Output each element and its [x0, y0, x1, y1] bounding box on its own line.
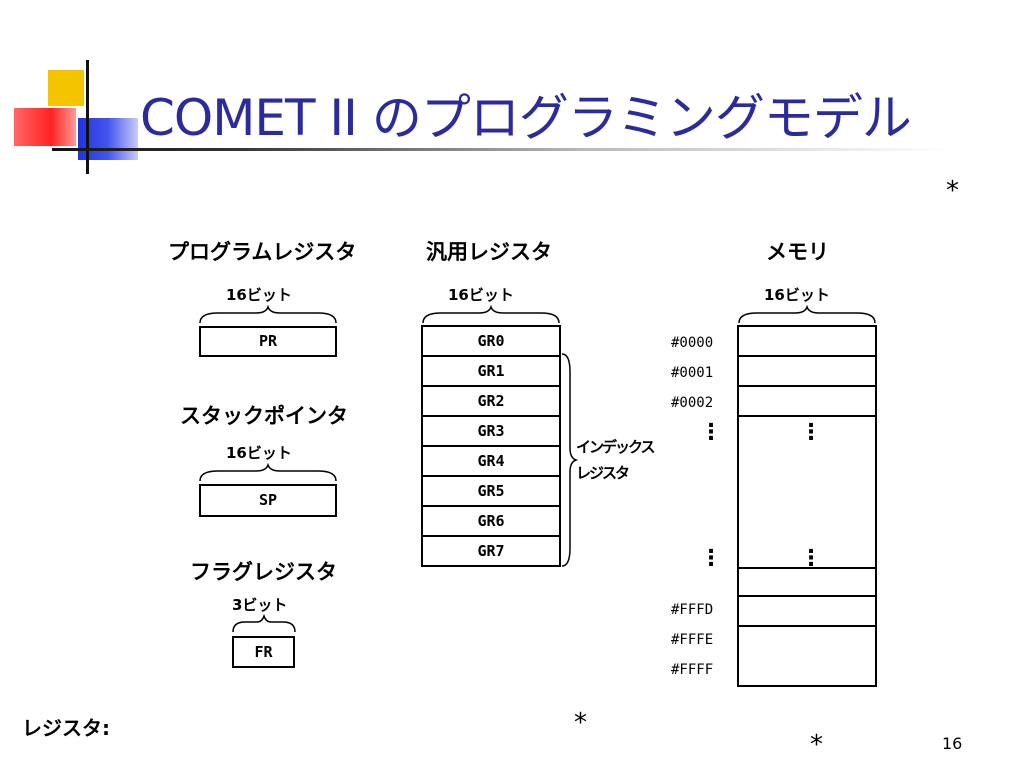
index-register-label-line2: レジスタ — [576, 464, 630, 482]
general-registers-bits: 16ビット — [448, 286, 514, 304]
stack-pointer-bits: 16ビット — [226, 444, 292, 462]
stack-pointer-brace — [199, 463, 337, 482]
program-register-header: プログラムレジスタ — [168, 240, 357, 264]
memory-cell — [739, 597, 875, 627]
memory-address-ffff: #FFFF — [671, 662, 714, 678]
memory-ellipsis-addr-bottom: ⋮ — [700, 546, 722, 571]
memory-cell — [739, 357, 875, 387]
title-decoration-yellow-square — [48, 70, 84, 106]
memory-ellipsis-cell-bottom: ⋮ — [800, 546, 822, 571]
memory-cell — [739, 387, 875, 417]
register-gr4: GR4 — [423, 447, 559, 477]
title-decoration-red-block — [14, 108, 76, 146]
asterisk-mark-top: * — [946, 176, 959, 206]
index-register-label-line1: インデックス — [576, 438, 656, 456]
register-gr0: GR0 — [423, 327, 559, 357]
program-register-brace — [199, 305, 337, 324]
asterisk-mark-bottom: * — [810, 730, 823, 760]
program-register-box: PR — [199, 326, 337, 357]
slide-title: COMET II のプログラミングモデル — [140, 89, 912, 147]
register-gr3: GR3 — [423, 417, 559, 447]
memory-address-0001: #0001 — [671, 365, 714, 381]
memory-ellipsis-cell-top: ⋮ — [800, 420, 822, 445]
general-registers-brace — [422, 305, 560, 324]
memory-address-fffd: #FFFD — [671, 602, 714, 618]
flag-register-brace — [232, 614, 296, 633]
register-gr6: GR6 — [423, 507, 559, 537]
flag-register-header: フラグレジスタ — [190, 560, 337, 584]
title-underline — [52, 148, 952, 151]
register-gr7: GR7 — [423, 537, 559, 567]
memory-address-0000: #0000 — [671, 335, 714, 351]
stack-pointer-header: スタックポインタ — [180, 404, 348, 428]
memory-address-0002: #0002 — [671, 395, 714, 411]
flag-register-bits: 3ビット — [232, 596, 288, 614]
program-register-bits: 16ビット — [226, 286, 292, 304]
memory-bits: 16ビット — [764, 286, 830, 304]
memory-brace — [738, 305, 876, 324]
index-register-brace — [561, 353, 579, 567]
stack-pointer-box: SP — [199, 484, 337, 517]
memory-cell — [739, 627, 875, 657]
general-registers-stack: GR0 GR1 GR2 GR3 GR4 GR5 GR6 GR7 — [421, 325, 561, 567]
memory-header: メモリ — [766, 240, 829, 264]
memory-address-fffe: #FFFE — [671, 632, 714, 648]
general-registers-header: 汎用レジスタ — [426, 240, 552, 264]
asterisk-mark-middle: * — [574, 708, 587, 738]
title-decoration-vertical-line — [86, 60, 89, 174]
page-number: 16 — [942, 734, 963, 753]
register-gr1: GR1 — [423, 357, 559, 387]
memory-cell — [739, 567, 875, 597]
memory-cell — [739, 327, 875, 357]
footer-register-label: レジスタ: — [22, 716, 110, 740]
flag-register-box: FR — [232, 636, 295, 668]
register-gr2: GR2 — [423, 387, 559, 417]
memory-ellipsis-addr-top: ⋮ — [700, 420, 722, 445]
register-gr5: GR5 — [423, 477, 559, 507]
memory-block — [737, 325, 877, 687]
